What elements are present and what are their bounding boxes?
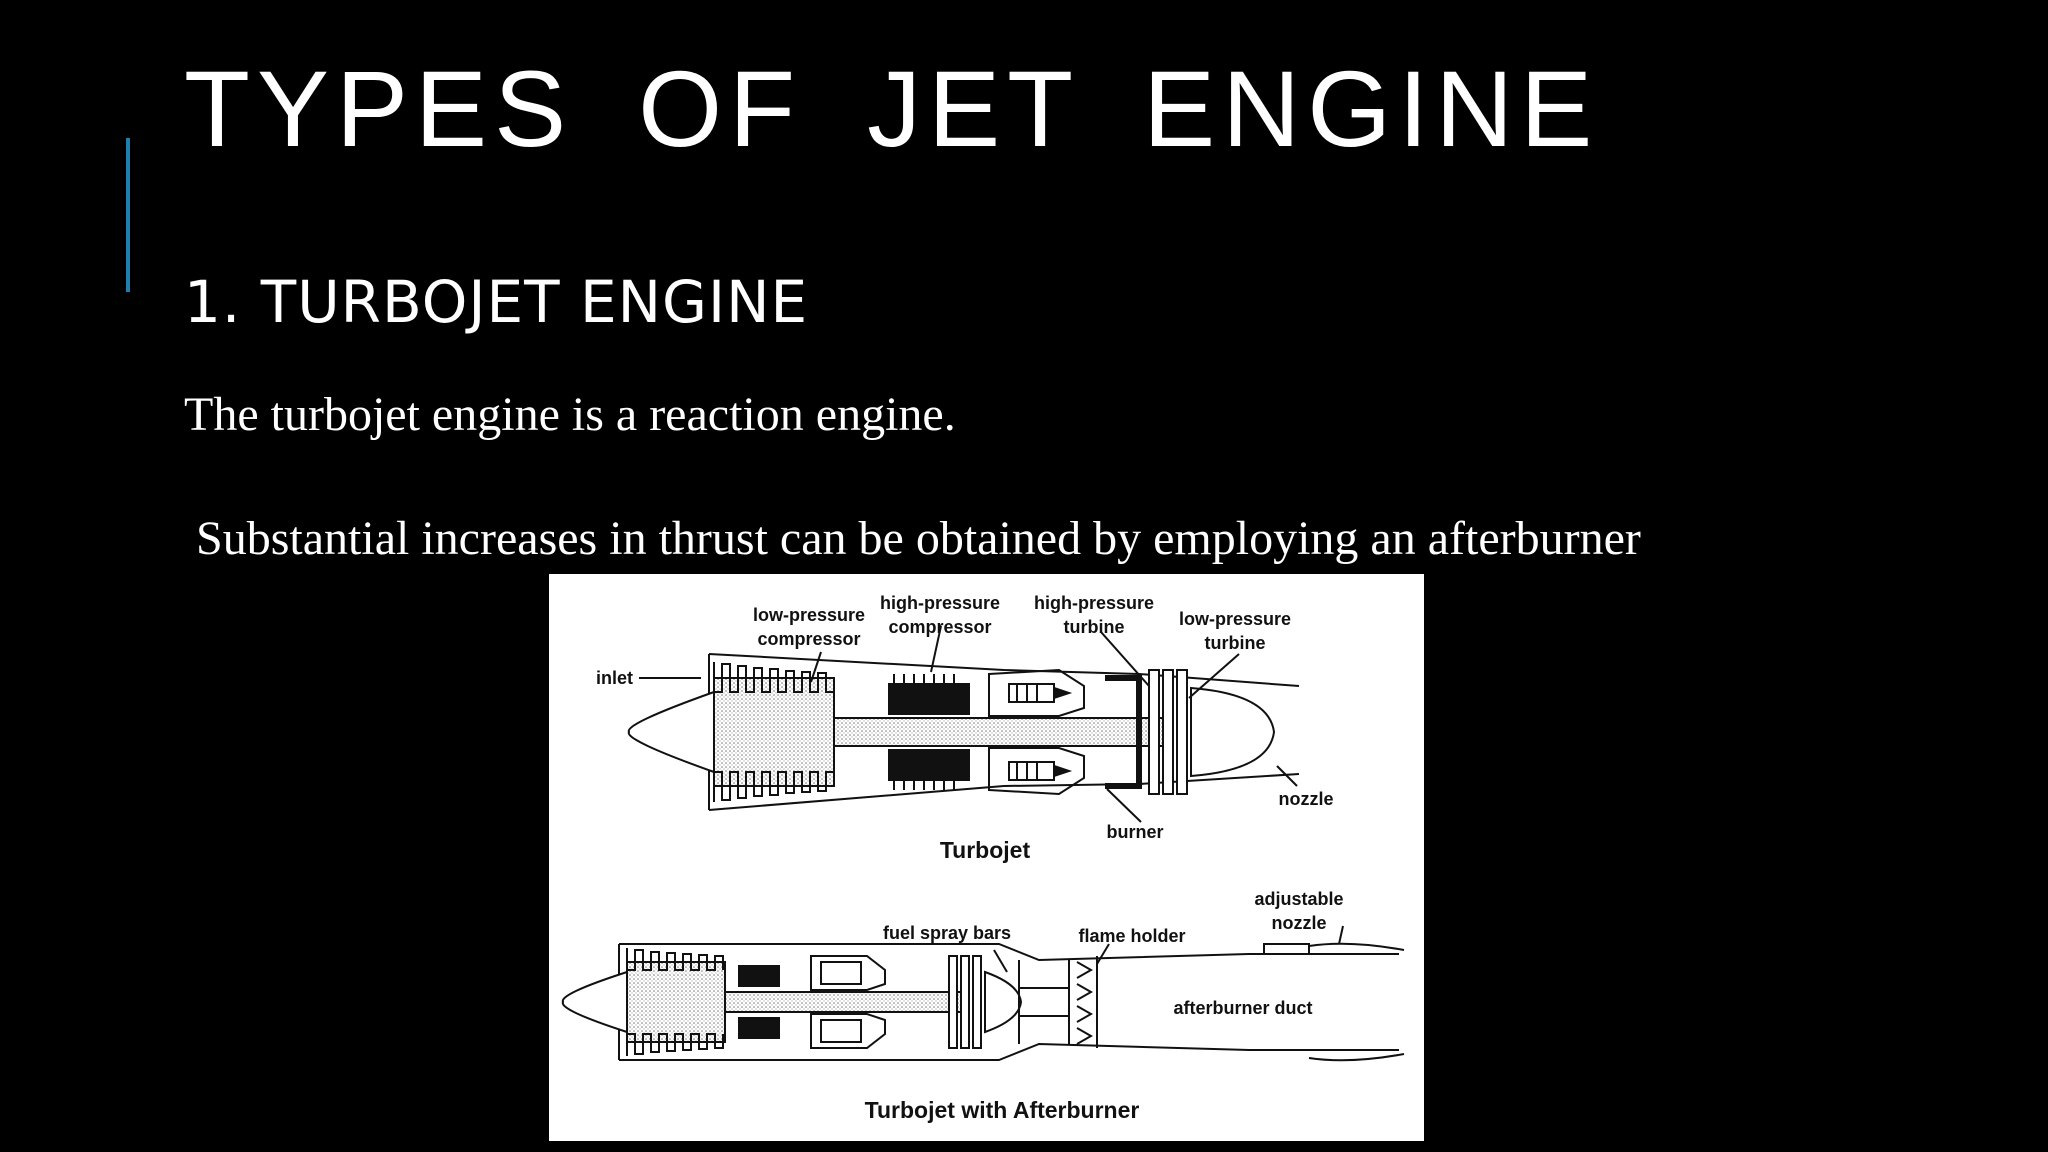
label-adjustable-nozzle-2: nozzle <box>1271 913 1326 933</box>
caption-turbojet: Turbojet <box>940 837 1031 863</box>
label-hp-compressor-2: compressor <box>888 617 991 637</box>
slide-title: TYPES OF JET ENGINE <box>184 48 1600 169</box>
body-text-line-2: Substantial increases in thrust can be o… <box>196 512 1641 565</box>
turbojet-engine-drawing <box>627 653 1300 811</box>
body-text-line-1: The turbojet engine is a reaction engine… <box>184 388 956 441</box>
label-hp-compressor-1: high-pressure <box>880 593 1000 613</box>
slide-subtitle: 1. TURBOJET ENGINE <box>184 268 809 336</box>
afterburner-engine-drawing <box>561 942 1405 1062</box>
label-lp-turbine-1: low-pressure <box>1179 609 1291 629</box>
accent-bar <box>126 138 130 292</box>
label-lp-compressor-1: low-pressure <box>753 605 865 625</box>
label-adjustable-nozzle-1: adjustable <box>1254 889 1343 909</box>
caption-turbojet-afterburner: Turbojet with Afterburner <box>865 1097 1140 1123</box>
label-afterburner-duct: afterburner duct <box>1173 998 1312 1018</box>
turbojet-diagram: low-pressure compressor high-pressure co… <box>549 574 1424 1141</box>
label-inlet: inlet <box>596 668 633 688</box>
label-hp-turbine-1: high-pressure <box>1034 593 1154 613</box>
label-lp-turbine-2: turbine <box>1205 633 1266 653</box>
label-flame-holder: flame holder <box>1078 926 1185 946</box>
label-hp-turbine-2: turbine <box>1064 617 1125 637</box>
label-lp-compressor-2: compressor <box>757 629 860 649</box>
label-fuel-spray-bars: fuel spray bars <box>883 923 1011 943</box>
label-burner: burner <box>1106 822 1163 842</box>
label-nozzle: nozzle <box>1278 789 1333 809</box>
